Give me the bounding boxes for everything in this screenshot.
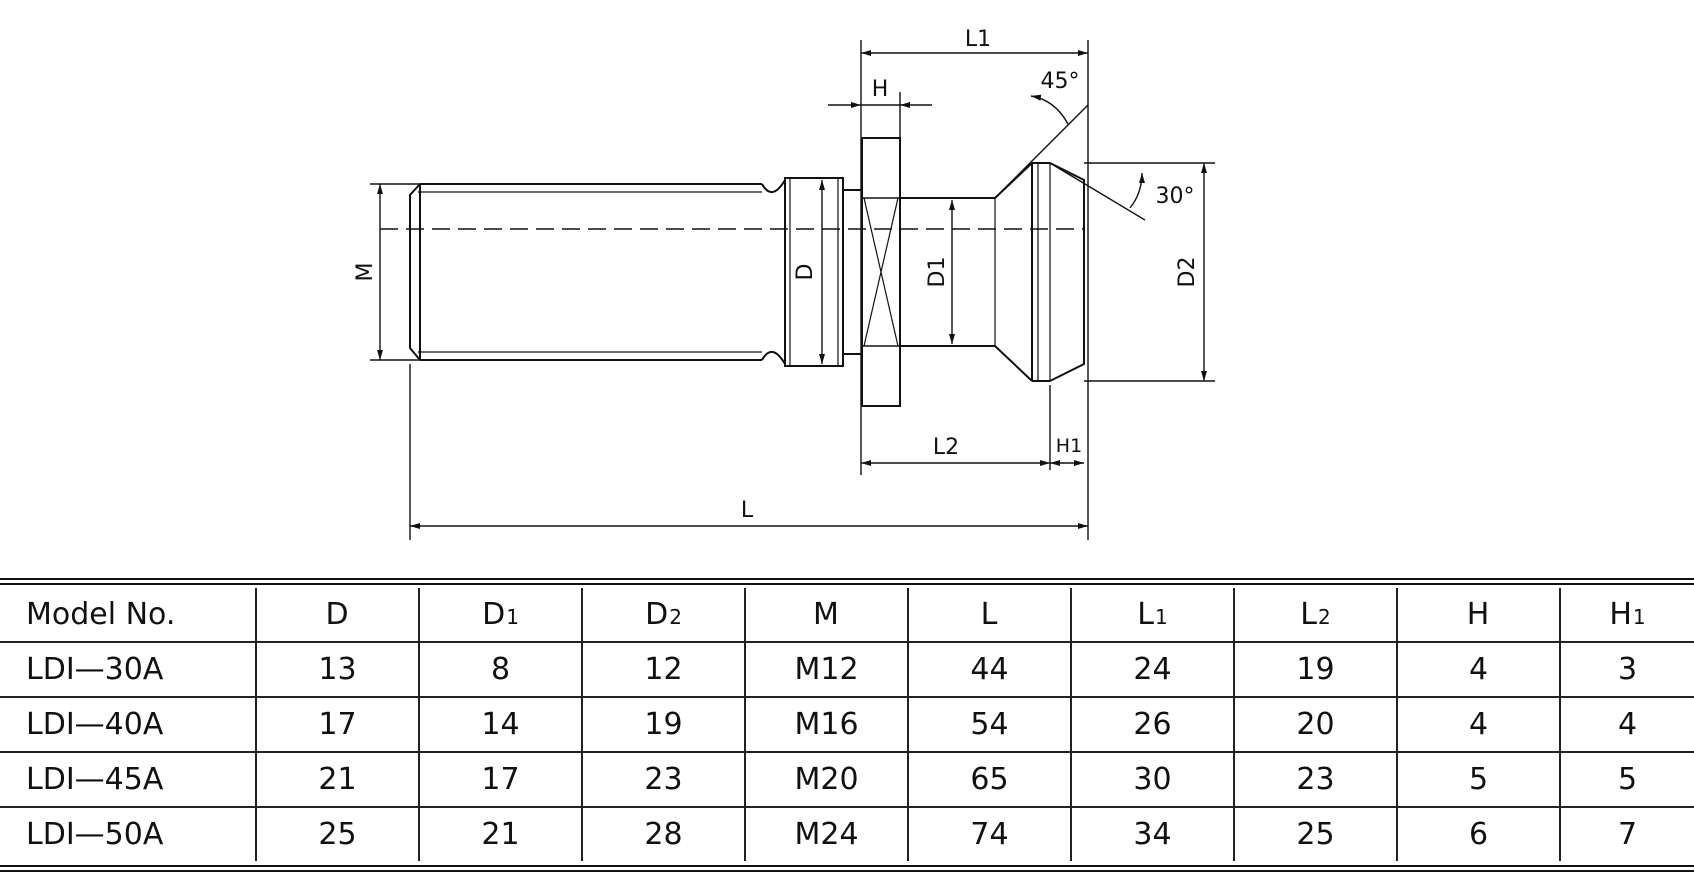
cell-L1: 26 (1070, 696, 1235, 753)
header-D2: D2 (581, 588, 746, 643)
cell-L: 65 (907, 751, 1072, 808)
header-L1: L1 (1070, 588, 1235, 643)
cell-M: M20 (744, 751, 909, 808)
cell-model: LDI—50A (0, 806, 257, 861)
table-top-rule-inner (0, 583, 1694, 585)
cell-D: 17 (255, 696, 420, 753)
label-D: D (793, 264, 818, 281)
cell-D: 13 (255, 641, 420, 698)
cell-L2: 25 (1233, 806, 1398, 861)
cell-D1: 14 (418, 696, 583, 753)
table-top-rule (0, 578, 1694, 580)
cell-model: LDI—30A (0, 641, 257, 698)
header-H: H (1396, 588, 1561, 643)
cell-D1: 21 (418, 806, 583, 861)
cell-H1: 3 (1559, 641, 1694, 698)
cell-M: M12 (744, 641, 909, 698)
header-D: D (255, 588, 420, 643)
cell-L2: 19 (1233, 641, 1398, 698)
cell-L: 74 (907, 806, 1072, 861)
label-L2: L2 (933, 435, 959, 460)
cell-D: 25 (255, 806, 420, 861)
cell-H1: 5 (1559, 751, 1694, 808)
cell-L1: 34 (1070, 806, 1235, 861)
spec-table-section: Model No. D D1 D2 M L L1 L2 H H1 LDI—30A… (0, 578, 1694, 874)
part-outline (409, 137, 1085, 407)
label-L: L (741, 498, 754, 523)
table-bottom-rule-inner (0, 870, 1694, 872)
cell-L1: 30 (1070, 751, 1235, 808)
cell-H: 5 (1396, 751, 1561, 808)
cell-D2: 23 (581, 751, 746, 808)
cell-L2: 23 (1233, 751, 1398, 808)
dimension-labels: L1 H 45° 30° M D D1 D2 L2 H1 L (353, 27, 1200, 523)
cell-H: 4 (1396, 696, 1561, 753)
table-header-row: Model No. D D1 D2 M L L1 L2 H H1 (0, 588, 1694, 643)
cell-M: M24 (744, 806, 909, 861)
cell-H1: 7 (1559, 806, 1694, 861)
spec-table: Model No. D D1 D2 M L L1 L2 H H1 LDI—30A… (0, 588, 1694, 861)
cell-D2: 28 (581, 806, 746, 861)
cell-H: 6 (1396, 806, 1561, 861)
label-D2: D2 (1175, 257, 1200, 288)
cell-D2: 19 (581, 696, 746, 753)
cell-D2: 12 (581, 641, 746, 698)
table-row: LDI—40A 17 14 19 M16 54 26 20 4 4 (0, 696, 1694, 753)
cell-H1: 4 (1559, 696, 1694, 753)
cell-M: M16 (744, 696, 909, 753)
label-M: M (353, 263, 378, 282)
label-angle-30: 30° (1156, 184, 1195, 209)
cell-D: 21 (255, 751, 420, 808)
cell-D1: 17 (418, 751, 583, 808)
header-L: L (907, 588, 1072, 643)
table-row: LDI—45A 21 17 23 M20 65 30 23 5 5 (0, 751, 1694, 808)
cell-L: 54 (907, 696, 1072, 753)
header-D1: D1 (418, 588, 583, 643)
label-H1: H1 (1056, 435, 1082, 457)
header-H1: H1 (1559, 588, 1694, 643)
cell-L1: 24 (1070, 641, 1235, 698)
cell-model: LDI—45A (0, 751, 257, 808)
table-row: LDI—30A 13 8 12 M12 44 24 19 4 3 (0, 641, 1694, 698)
table-bottom-rule (0, 865, 1694, 867)
cell-L: 44 (907, 641, 1072, 698)
cell-L2: 20 (1233, 696, 1398, 753)
cell-D1: 8 (418, 641, 583, 698)
label-H: H (872, 77, 889, 102)
label-angle-45: 45° (1041, 69, 1080, 94)
cell-model: LDI—40A (0, 696, 257, 753)
header-L2: L2 (1233, 588, 1398, 643)
cell-H: 4 (1396, 641, 1561, 698)
label-L1: L1 (965, 27, 991, 52)
table-row: LDI—50A 25 21 28 M24 74 34 25 6 7 (0, 806, 1694, 861)
header-model-no: Model No. (0, 588, 257, 643)
label-D1: D1 (925, 257, 950, 288)
retention-knob-drawing: L1 H 45° 30° M D D1 D2 L2 H1 L (353, 27, 1215, 540)
header-M: M (744, 588, 909, 643)
dimension-lines (370, 40, 1215, 540)
